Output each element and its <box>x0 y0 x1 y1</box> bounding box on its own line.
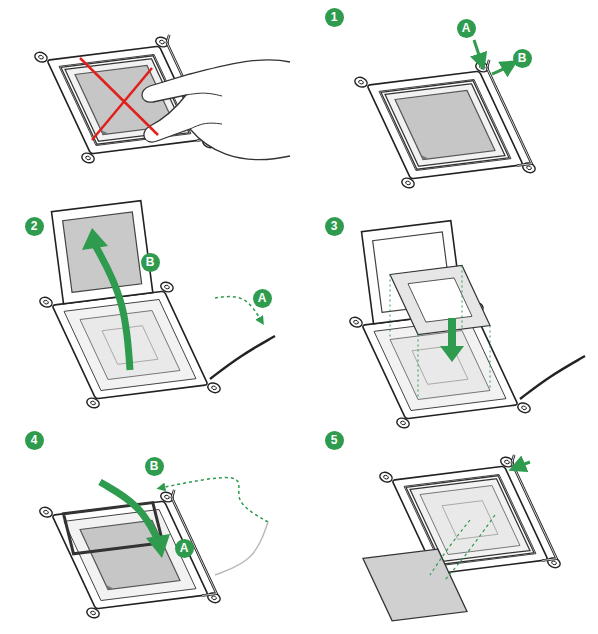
align-line <box>430 520 470 575</box>
lever <box>210 336 275 379</box>
callout-letter: B <box>141 253 160 272</box>
align-line <box>445 515 495 580</box>
arrow-head <box>146 534 170 558</box>
cross-mark <box>92 68 152 140</box>
callout-letter: B <box>145 457 164 476</box>
press-arrow <box>474 40 482 64</box>
finger-line <box>190 123 222 129</box>
lever <box>520 356 585 399</box>
cpu-socket <box>352 60 541 189</box>
cpu-socket <box>37 490 226 619</box>
step-number: 2 <box>25 217 44 236</box>
close-arrow <box>100 482 158 540</box>
lever-path <box>160 478 268 522</box>
step-number: 3 <box>325 217 344 236</box>
callout-letter: A <box>457 19 476 38</box>
plate-arrow <box>95 245 130 370</box>
cross-mark <box>80 58 158 135</box>
finger-line <box>186 93 222 96</box>
align-line <box>418 335 419 400</box>
insert-arrow <box>448 318 456 348</box>
arrow-head <box>440 346 464 362</box>
callout-letter: B <box>513 49 532 68</box>
align-line <box>390 275 391 340</box>
step-number: 4 <box>25 431 44 450</box>
callout-letter: A <box>175 539 194 558</box>
arrow-head <box>82 228 108 250</box>
release-arrow <box>492 64 512 74</box>
press-arrow <box>515 462 530 468</box>
cpu-chip <box>390 266 490 335</box>
step-number: 5 <box>325 431 344 450</box>
step-number: 1 <box>325 8 344 27</box>
align-line <box>462 266 463 331</box>
hand <box>142 60 290 160</box>
align-line <box>490 326 491 391</box>
callout-letter: A <box>253 289 272 308</box>
protective-cap <box>363 549 467 621</box>
lever-ghost <box>215 522 268 575</box>
